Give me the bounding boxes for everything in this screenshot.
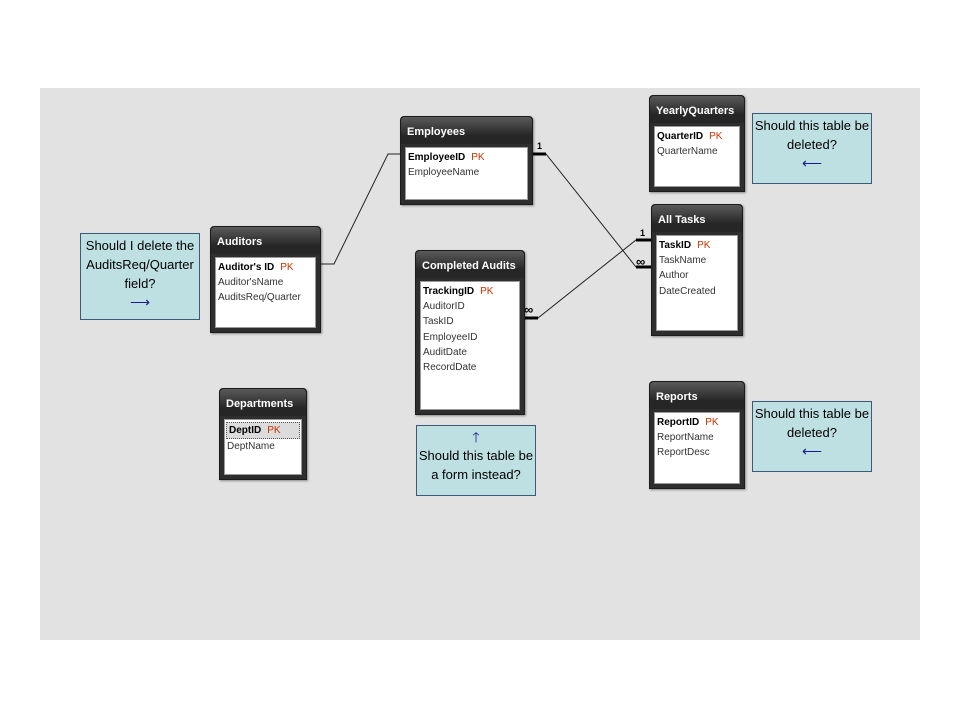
table-title[interactable]: Departments xyxy=(220,389,306,416)
table-title[interactable]: All Tasks xyxy=(652,205,742,232)
completedaudits-alltasks-line xyxy=(523,239,651,319)
note-text: Should this table be deleted? xyxy=(754,118,870,152)
note-completed-audits: 🡑 Should this table be a form instead? xyxy=(416,425,536,496)
pk-label: PK xyxy=(480,286,494,297)
cardinality-many-alltasks: ∞ xyxy=(636,254,646,269)
cardinality-one-alltasks: 1 xyxy=(640,228,646,238)
note-yearly-quarters: Should this table be deleted? ⟵ xyxy=(752,113,872,184)
note-text: Should this table be a form instead? xyxy=(418,448,534,482)
field-row[interactable]: RecordDate xyxy=(423,361,477,373)
table-title[interactable]: Completed Audits xyxy=(416,251,524,278)
arrow-left-icon: ⟵ xyxy=(801,155,823,171)
field-row[interactable]: AuditsReq/Quarter xyxy=(218,292,301,304)
field-row[interactable]: TaskName xyxy=(659,255,707,267)
table-title[interactable]: Reports xyxy=(650,382,744,409)
table-title[interactable]: Employees xyxy=(401,117,532,144)
pk-label: PK xyxy=(471,152,485,163)
note-reports: Should this table be deleted? ⟵ xyxy=(752,401,872,472)
pk-label: PK xyxy=(267,425,281,436)
note-text: Should this table be deleted? xyxy=(754,406,870,440)
field-row[interactable]: QuarterName xyxy=(657,146,718,158)
cardinality-one-employees: 1 xyxy=(537,141,543,151)
field-row[interactable]: ReportDesc xyxy=(657,447,710,459)
pk-label: PK xyxy=(280,262,294,273)
pk-label: PK xyxy=(697,240,711,251)
table-title[interactable]: YearlyQuarters xyxy=(650,96,744,123)
cardinality-many-completedaudits: ∞ xyxy=(524,302,534,317)
field-row[interactable]: EmployeeID xyxy=(423,331,478,343)
field-row[interactable]: EmployeeName xyxy=(408,167,480,179)
arrow-right-icon: ⟶ xyxy=(129,294,151,310)
field-row[interactable]: TaskID xyxy=(423,316,454,328)
field-row[interactable]: DeptName xyxy=(227,441,275,453)
pk-label: PK xyxy=(705,417,719,428)
field-row[interactable]: AuditorID xyxy=(423,301,465,313)
note-text: Should I delete the AuditsReq/Quarter fi… xyxy=(85,238,195,291)
note-auditors: Should I delete the AuditsReq/Quarter fi… xyxy=(80,233,200,320)
field-row[interactable]: ReportName xyxy=(657,432,714,444)
pk-label: PK xyxy=(709,131,723,142)
field-row[interactable]: DateCreated xyxy=(659,285,716,297)
auditors-employees-line xyxy=(319,153,401,265)
field-row[interactable]: Author xyxy=(659,270,689,282)
arrow-left-icon: ⟵ xyxy=(801,443,823,459)
arrow-up-icon: 🡑 xyxy=(472,429,480,445)
table-title[interactable]: Auditors xyxy=(211,227,320,254)
field-row[interactable]: Auditor'sName xyxy=(218,277,284,289)
employees-alltasks-line xyxy=(531,153,651,268)
field-row[interactable]: AuditDate xyxy=(423,346,467,358)
